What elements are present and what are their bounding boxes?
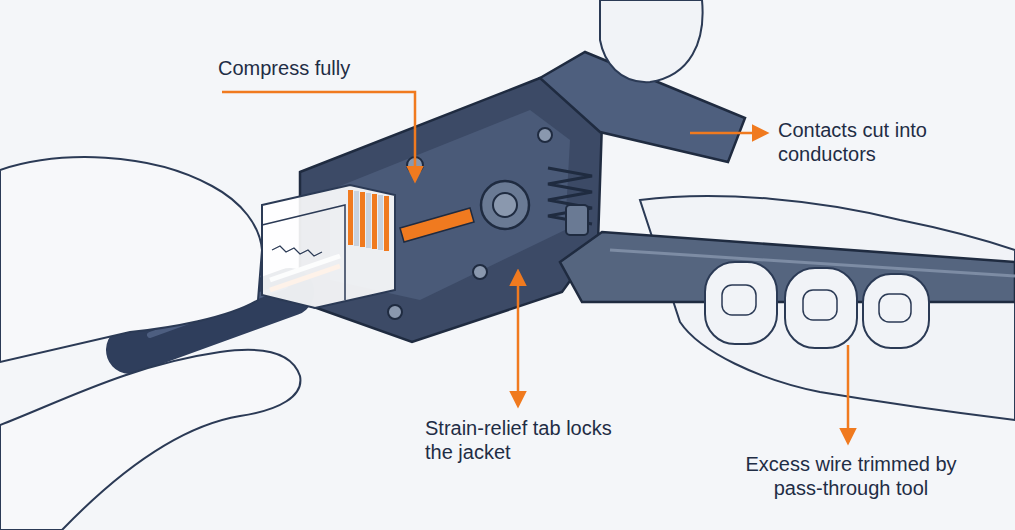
rj45-plug <box>262 185 395 308</box>
screw <box>388 305 402 319</box>
leader-line <box>222 92 415 180</box>
plug-contacts <box>348 190 389 251</box>
leader-line <box>690 132 766 135</box>
pivot-bolt <box>493 193 517 217</box>
leader-line <box>847 345 850 442</box>
pivot <box>481 181 529 229</box>
crimp-die <box>400 208 474 242</box>
finger <box>705 262 777 344</box>
fingernail <box>879 294 911 322</box>
screw <box>538 128 552 142</box>
finger <box>863 274 929 348</box>
right-thumb <box>600 0 703 82</box>
finger <box>785 268 857 348</box>
callout-label: Compress fully <box>218 56 350 80</box>
contact <box>360 192 365 247</box>
fingernail <box>722 285 756 315</box>
left-thumb <box>0 350 300 530</box>
callout-label: Excess wire trimmed by pass-through tool <box>726 452 976 500</box>
screw <box>473 265 487 279</box>
contact <box>372 194 377 249</box>
callout-label: Contacts cut into conductors <box>778 118 978 166</box>
contact <box>366 193 371 248</box>
contact <box>354 191 359 246</box>
latch <box>566 205 588 235</box>
plug-edge <box>262 205 345 300</box>
fingernail <box>803 290 837 320</box>
left-hand <box>0 157 262 362</box>
leader-line <box>517 272 520 405</box>
plug-marking <box>272 246 322 256</box>
contact <box>378 195 383 250</box>
contact <box>384 196 389 251</box>
contact <box>348 190 353 245</box>
right-palm <box>640 196 1015 420</box>
callout-label: Strain-relief tab locks the jacket <box>425 416 630 464</box>
